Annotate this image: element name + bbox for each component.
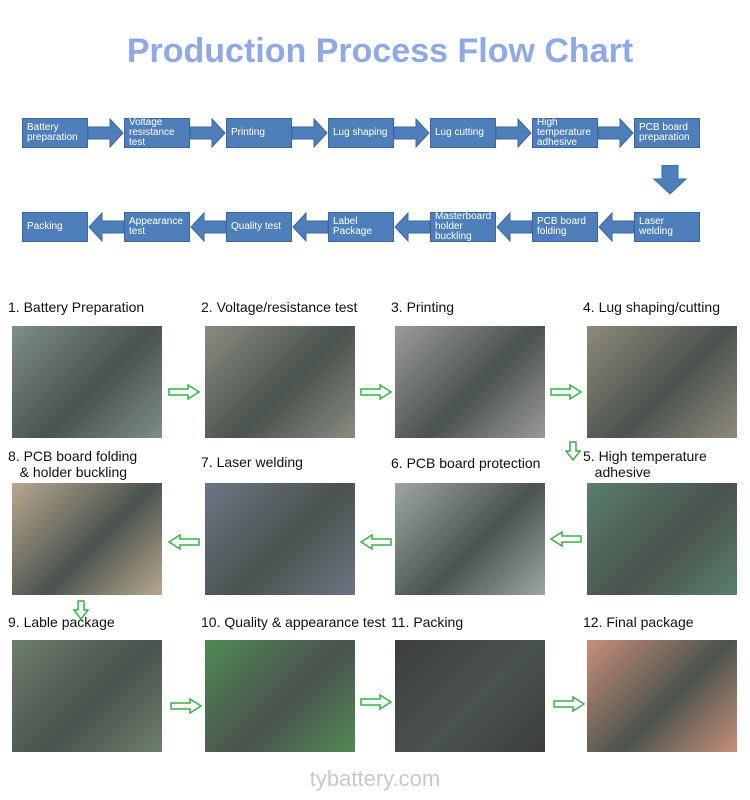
left-arrow-icon [598, 212, 634, 242]
left-arrow-icon [496, 212, 532, 242]
flow-step: Printing [226, 118, 292, 148]
right-arrow-icon [292, 118, 328, 148]
step-photo [587, 483, 737, 595]
step-label: 6. PCB board protection [391, 455, 541, 471]
step-photo [12, 483, 162, 595]
down-arrow-icon [652, 165, 688, 195]
flow-step: Lug cutting [430, 118, 496, 148]
step-photo [587, 326, 737, 438]
step-label: 9. Lable package [8, 614, 115, 630]
flow-step: Label Package [328, 212, 394, 242]
right-arrow-icon [394, 118, 430, 148]
right-green-arrow-icon [360, 384, 392, 400]
right-arrow-icon [88, 118, 124, 148]
step-label: 10. Quality & appearance test [201, 614, 386, 630]
right-arrow-icon [190, 118, 226, 148]
down-green-arrow-icon [565, 441, 581, 461]
left-green-arrow-icon [550, 531, 582, 547]
flow-step: Lug shaping [328, 118, 394, 148]
step-photo [587, 640, 737, 752]
flow-step: High temperature adhesive [532, 118, 598, 148]
flow-step: PCB board preparation [634, 118, 700, 148]
step-label: 3. Printing [391, 299, 455, 315]
right-green-arrow-icon [553, 696, 585, 712]
flow-step: Packing [22, 212, 88, 242]
left-arrow-icon [88, 212, 124, 242]
left-green-arrow-icon [360, 534, 392, 550]
left-green-arrow-icon [168, 534, 200, 550]
step-label: 11. Packing [391, 614, 464, 630]
flow-step: Appearance test [124, 212, 190, 242]
left-arrow-icon [292, 212, 328, 242]
step-label: 4. Lug shaping/cutting [583, 299, 720, 315]
flow-step: PCB board folding [532, 212, 598, 242]
step-label: 7. Laser welding [201, 454, 303, 470]
step-label: 1. Battery Preparation [8, 299, 145, 315]
flow-step: Battery preparation [22, 118, 88, 148]
flow-step: Laser welding [634, 212, 700, 242]
right-arrow-icon [598, 118, 634, 148]
down-green-arrow-icon [73, 600, 89, 620]
step-label: 12. Final package [583, 614, 694, 630]
left-arrow-icon [190, 212, 226, 242]
right-green-arrow-icon [170, 698, 202, 714]
step-label: 2. Voltage/resistance test [201, 299, 358, 315]
flow-step: Quality test [226, 212, 292, 242]
step-photo [12, 640, 162, 752]
step-photo [395, 326, 545, 438]
step-label: 5. High temperature adhesive [583, 448, 707, 480]
step-photo [395, 483, 545, 595]
step-photo [205, 483, 355, 595]
step-label: 8. PCB board folding & holder buckling [8, 448, 138, 480]
left-arrow-icon [394, 212, 430, 242]
step-photo [205, 326, 355, 438]
flow-step: Voltage resistance test [124, 118, 190, 148]
flow-step: Masterboard holder buckling [430, 212, 496, 242]
right-green-arrow-icon [168, 384, 200, 400]
watermark: tybattery.com [309, 766, 441, 791]
right-arrow-icon [496, 118, 532, 148]
step-photo [205, 640, 355, 752]
right-green-arrow-icon [550, 384, 582, 400]
step-photo [395, 640, 545, 752]
right-green-arrow-icon [360, 694, 392, 710]
page-title: Production Process Flow Chart [126, 32, 634, 70]
step-photo [12, 326, 162, 438]
